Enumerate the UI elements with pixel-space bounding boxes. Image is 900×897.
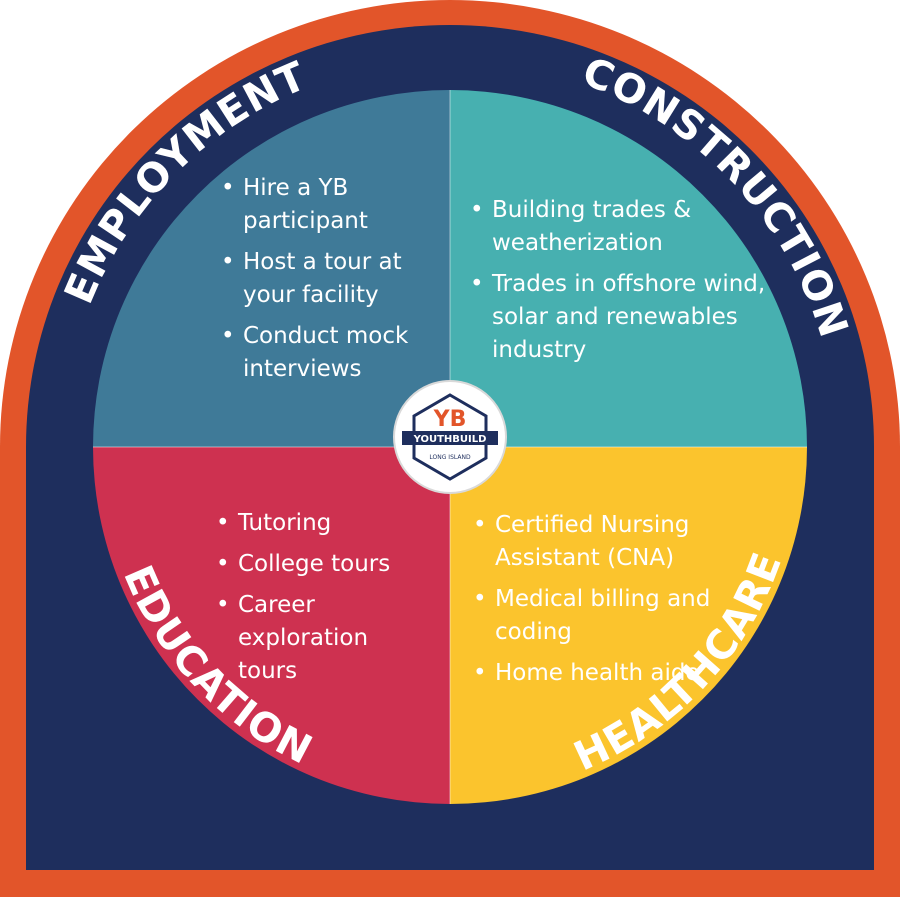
list-item: Conduct mock interviews — [221, 320, 431, 386]
logo-location: LONG ISLAND — [429, 454, 471, 461]
youthbuild-logo: YB YOUTHBUILD LONG ISLAND — [393, 380, 507, 494]
logo-monogram: YB — [433, 407, 467, 432]
list-item: Home health aide — [473, 657, 733, 690]
list-item: Building trades & weatherization — [470, 194, 785, 260]
list-item: Hire a YB participant — [221, 172, 431, 238]
construction-list: Building trades & weatherization Trades … — [470, 194, 785, 375]
healthcare-list: Certified Nursing Assistant (CNA) Medica… — [473, 509, 733, 698]
logo-name-band — [402, 431, 498, 445]
logo-name: YOUTHBUILD — [413, 434, 487, 445]
list-item: Career exploration tours — [216, 589, 431, 688]
education-list: Tutoring College tours Career exploratio… — [216, 507, 431, 696]
list-item: Medical billing and coding — [473, 583, 733, 649]
list-item: College tours — [216, 548, 431, 581]
list-item: Trades in offshore wind, solar and renew… — [470, 268, 785, 367]
employment-list: Hire a YB participant Host a tour at you… — [221, 172, 431, 394]
list-item: Certified Nursing Assistant (CNA) — [473, 509, 733, 575]
list-item: Tutoring — [216, 507, 431, 540]
list-item: Host a tour at your facility — [221, 246, 431, 312]
